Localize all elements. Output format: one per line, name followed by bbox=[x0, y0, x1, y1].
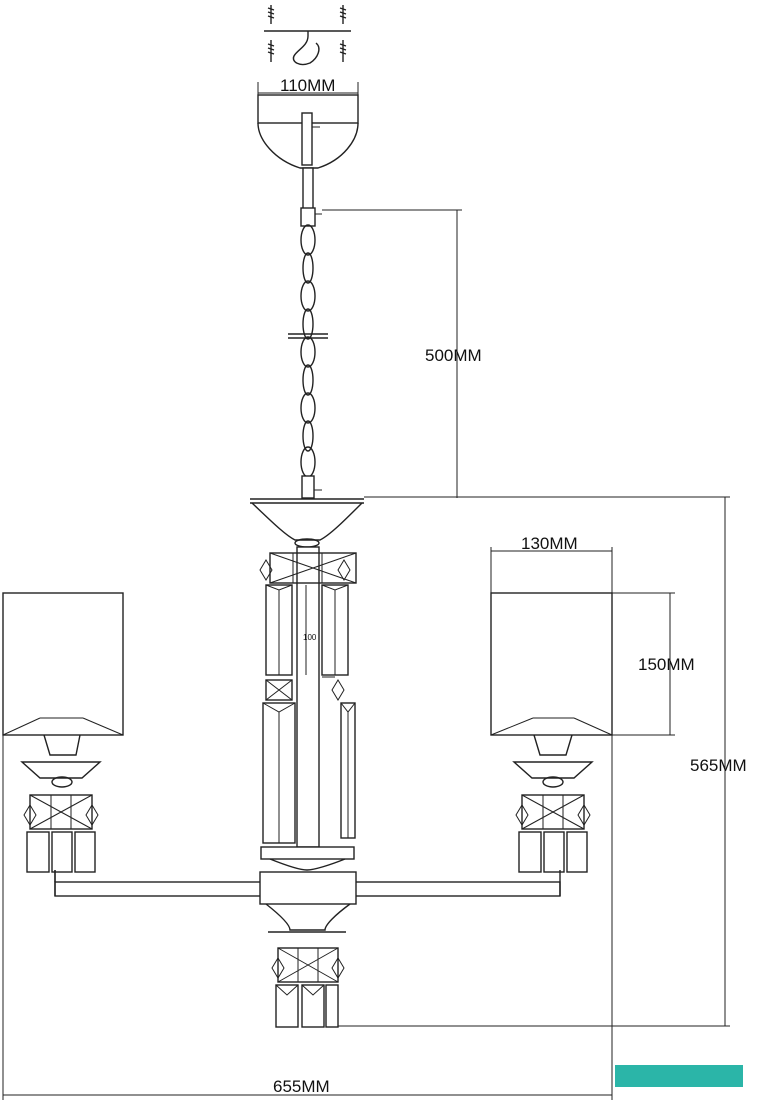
total-width-label: 655MM bbox=[273, 1077, 330, 1096]
bottom-crystals bbox=[271, 947, 345, 1028]
shade-height-dimension: 150MM bbox=[612, 592, 695, 736]
total-width-dimension: 655MM bbox=[2, 735, 613, 1100]
canopy-width-label: 110MM bbox=[280, 76, 335, 95]
screw-icon bbox=[267, 40, 347, 62]
watermark-logo bbox=[615, 1065, 743, 1087]
chain-dimension: 500MM bbox=[322, 209, 482, 498]
chain-length-label: 500MM bbox=[425, 346, 482, 365]
left-lamp bbox=[2, 592, 124, 882]
center-column bbox=[250, 498, 364, 871]
total-height-label: 565MM bbox=[690, 756, 747, 775]
crystal-length-label: 100 bbox=[303, 633, 317, 642]
arms bbox=[54, 870, 561, 933]
shade-width-label: 130MM bbox=[521, 534, 578, 553]
shade-height-label: 150MM bbox=[638, 655, 695, 674]
mounting-hardware bbox=[264, 5, 351, 66]
right-lamp: 130MM bbox=[490, 534, 613, 873]
ceiling-hook-icon bbox=[292, 31, 320, 66]
total-height-dimension: 565MM bbox=[338, 496, 747, 1027]
chain bbox=[288, 167, 328, 499]
crystal-column: 100 bbox=[259, 552, 357, 844]
screw-icon bbox=[267, 5, 347, 24]
